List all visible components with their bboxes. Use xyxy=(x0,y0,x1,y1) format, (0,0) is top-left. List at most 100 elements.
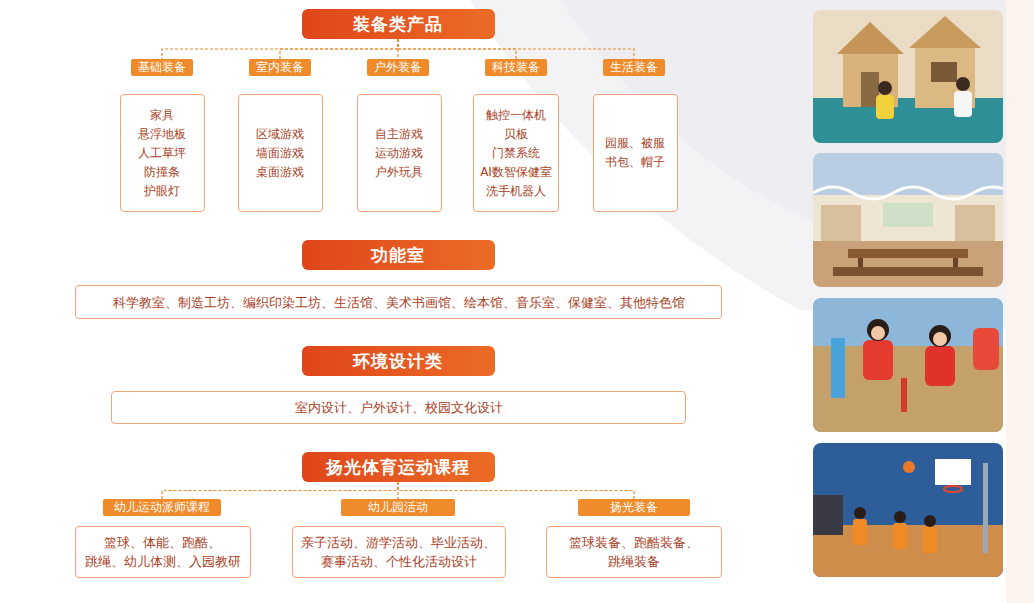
child-body xyxy=(893,523,907,549)
connector-line xyxy=(280,39,398,59)
node-text: 桌面游戏 xyxy=(256,163,304,182)
item-box: 区域游戏墙面游戏桌面游戏 xyxy=(238,94,323,212)
node-text: 户外装备 xyxy=(374,60,422,75)
section-header: 装备类产品 xyxy=(302,9,495,39)
node-text: 墙面游戏 xyxy=(256,144,304,163)
node-text: 生活装备 xyxy=(610,60,658,75)
child-face xyxy=(871,326,885,340)
item-box: 自主游戏运动游戏户外玩具 xyxy=(357,94,442,212)
category-tag: 基础装备 xyxy=(131,59,193,76)
child-head xyxy=(894,511,906,523)
child-face xyxy=(933,332,947,346)
photo-floor xyxy=(813,241,1003,287)
photo-wall xyxy=(813,443,1003,577)
connector-line xyxy=(162,39,398,59)
table-leg xyxy=(953,258,958,267)
node-text: 运动游戏 xyxy=(375,144,423,163)
node-text: 人工草坪 xyxy=(138,144,186,163)
node-text: 护眼灯 xyxy=(144,182,180,201)
node-text: 书包、帽子 xyxy=(605,153,665,172)
child-head xyxy=(929,325,951,347)
node-text: 装备类产品 xyxy=(316,14,481,34)
node-text: 家具 xyxy=(150,106,174,125)
item-box: 科学教室、制造工坊、编织印染工坊、生活馆、美术书画馆、绘本馆、音乐室、保健室、其… xyxy=(75,285,722,319)
category-tag: 幼儿运动派师课程 xyxy=(103,499,221,516)
node-text: 扬光体育运动课程 xyxy=(316,457,481,477)
item-box: 园服、被服书包、帽子 xyxy=(593,94,678,212)
sandpit-photo xyxy=(813,298,1003,432)
section-header: 功能室 xyxy=(302,240,495,270)
wall-shelf xyxy=(821,205,861,241)
node-text: 篮球装备、跑酷装备、 跳绳装备 xyxy=(555,533,713,571)
node-text: 功能室 xyxy=(316,245,481,265)
playhouse-photo xyxy=(813,10,1003,143)
background-swoosh xyxy=(560,0,1034,250)
node-text: 亲子活动、游学活动、毕业活动、 赛事活动、个性化活动设计 xyxy=(301,533,497,571)
node-text: 门禁系统 xyxy=(492,144,540,163)
water-pipe-toy xyxy=(831,338,845,398)
node-text: 基础装备 xyxy=(138,60,186,75)
node-text: 洗手机器人 xyxy=(486,182,546,201)
child-body xyxy=(973,328,999,370)
basketball-photo xyxy=(813,443,1003,577)
child-body xyxy=(954,91,972,117)
classroom-photo xyxy=(813,153,1003,287)
child-head xyxy=(867,319,889,341)
table-leg xyxy=(858,258,863,267)
node-text: 幼儿运动派师课程 xyxy=(110,500,214,515)
category-tag: 幼儿园活动 xyxy=(341,499,455,516)
connector-line xyxy=(398,39,634,59)
node-text: 区域游戏 xyxy=(256,125,304,144)
child-body xyxy=(863,340,893,380)
item-box: 触控一体机贝板门禁系统AI数智保健室洗手机器人 xyxy=(473,94,559,212)
node-text: 室内设计、户外设计、校园文化设计 xyxy=(295,398,503,417)
category-tag: 户外装备 xyxy=(367,59,429,76)
category-tag: 扬光装备 xyxy=(578,499,690,516)
child-head xyxy=(956,77,970,91)
wood-table xyxy=(833,267,983,276)
node-text: 室内装备 xyxy=(256,60,304,75)
node-text: 幼儿园活动 xyxy=(348,500,448,515)
wall-shelf xyxy=(955,205,995,241)
child-body xyxy=(923,527,937,553)
item-box: 室内设计、户外设计、校园文化设计 xyxy=(111,391,686,424)
playhouse-window xyxy=(931,62,957,82)
category-tag: 科技装备 xyxy=(485,59,547,76)
node-text: 科技装备 xyxy=(492,60,540,75)
item-box: 篮球、体能、跑酷、 跳绳、幼儿体测、入园教研 xyxy=(75,526,251,578)
item-box: 篮球装备、跑酷装备、 跳绳装备 xyxy=(546,526,722,578)
photo-wall xyxy=(813,10,1003,143)
node-text: 防撞条 xyxy=(144,163,180,182)
wall-board xyxy=(883,203,933,227)
hoop-pole xyxy=(983,463,988,553)
ceiling-wave xyxy=(813,187,1003,199)
category-tag: 生活装备 xyxy=(603,59,665,76)
crowd xyxy=(813,495,843,535)
hoop-ring xyxy=(944,486,962,492)
item-box: 家具悬浮地板人工草坪防撞条护眼灯 xyxy=(120,94,205,212)
node-text: 触控一体机 xyxy=(486,106,546,125)
node-text: 悬浮地板 xyxy=(138,125,186,144)
node-text: 篮球、体能、跑酷、 跳绳、幼儿体测、入园教研 xyxy=(84,533,242,571)
section-header: 扬光体育运动课程 xyxy=(302,452,495,482)
child-head xyxy=(854,507,866,519)
child-body xyxy=(925,346,955,386)
node-text: AI数智保健室 xyxy=(480,163,552,182)
playhouse-roof xyxy=(837,22,904,54)
node-text: 扬光装备 xyxy=(585,500,683,515)
connector-line xyxy=(162,482,398,499)
category-tag: 室内装备 xyxy=(249,59,311,76)
node-text: 科学教室、制造工坊、编织印染工坊、生活馆、美术书画馆、绘本馆、音乐室、保健室、其… xyxy=(113,293,685,312)
section-header: 环境设计类 xyxy=(302,346,495,376)
node-text: 户外玩具 xyxy=(375,163,423,182)
node-text: 贝板 xyxy=(504,125,528,144)
node-text: 园服、被服 xyxy=(605,134,665,153)
wood-table xyxy=(848,249,968,258)
child-body xyxy=(876,95,894,119)
child-head xyxy=(924,515,936,527)
photo-backdrop xyxy=(1006,0,1034,603)
node-text: 环境设计类 xyxy=(316,351,481,371)
connector-line xyxy=(398,482,634,499)
item-box: 亲子活动、游学活动、毕业活动、 赛事活动、个性化活动设计 xyxy=(292,526,506,578)
